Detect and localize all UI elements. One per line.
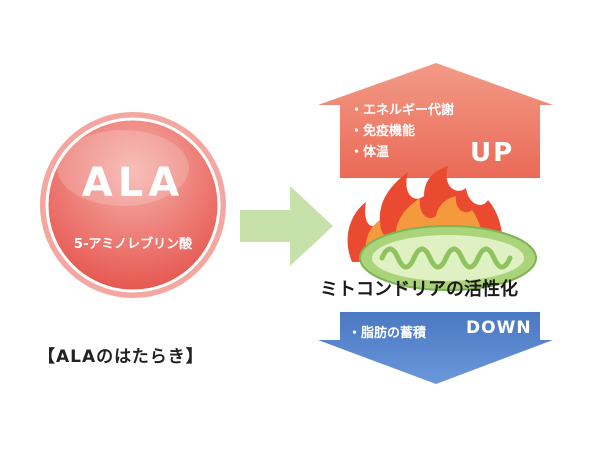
badge-inner-disc <box>45 117 221 293</box>
down-effect-item: ・脂肪の蓄積 <box>348 326 427 341</box>
ala-subtitle: 5-アミノレブリン酸 <box>73 237 193 252</box>
up-effects-list: ・エネルギー代謝 ・免疫機能 ・体温 <box>350 100 454 163</box>
down-label: DOWN <box>466 318 532 338</box>
ala-badge <box>40 112 226 298</box>
right-arrow-icon <box>240 186 333 266</box>
ala-title: ALA <box>81 160 185 206</box>
diagram-caption: 【ALAのはたらき】 <box>38 347 204 367</box>
mitochondria-icon <box>359 225 537 291</box>
list-item: ・免疫機能 <box>350 124 416 139</box>
badge-gloss <box>57 130 189 206</box>
mitochondria-activation-label: ミトコンドリアの活性化 <box>320 279 518 300</box>
up-label: UP <box>470 138 515 168</box>
up-arrow-shape <box>318 63 553 178</box>
list-item: ・エネルギー代謝 <box>350 103 455 118</box>
list-item: ・体温 <box>350 145 390 160</box>
down-arrow-shape <box>318 312 553 384</box>
